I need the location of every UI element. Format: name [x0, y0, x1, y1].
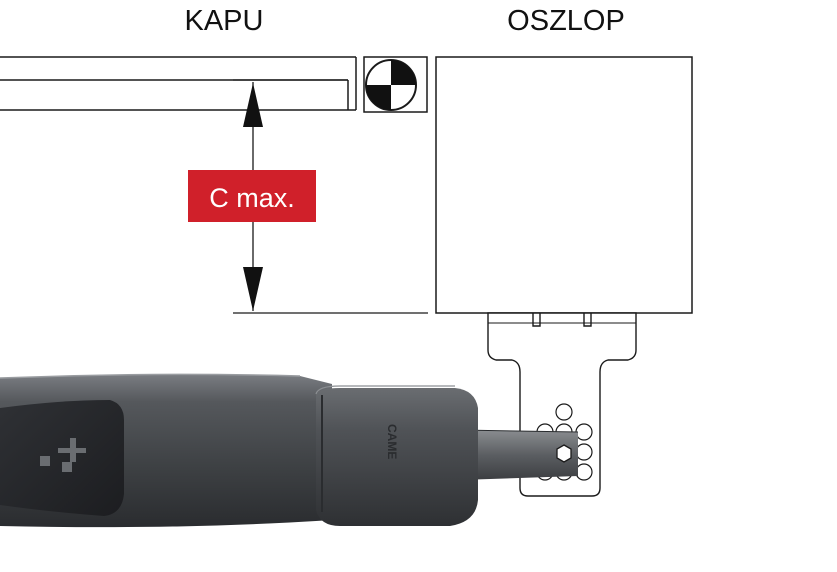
post-label: OSZLOP [507, 5, 625, 37]
dimension-arrow-down-icon [243, 267, 263, 311]
post-outline [435, 56, 693, 314]
gate-label: KAPU [185, 5, 264, 37]
came-logo-icon [40, 438, 86, 472]
gate-leaf [0, 56, 357, 111]
motor-control-panel [0, 400, 124, 516]
dimension-badge [188, 170, 316, 222]
gate-operator-motor: CAME [0, 373, 478, 528]
pivot-bolt-icon [556, 444, 572, 463]
operator-arm [459, 429, 579, 480]
rotation-center-icon [363, 56, 428, 113]
motor-brand-text: CAME [385, 424, 399, 459]
dimension-arrow-up-icon [243, 83, 263, 127]
dimension-badge-text: C max. [209, 183, 295, 213]
motor-end-cap [316, 388, 478, 526]
